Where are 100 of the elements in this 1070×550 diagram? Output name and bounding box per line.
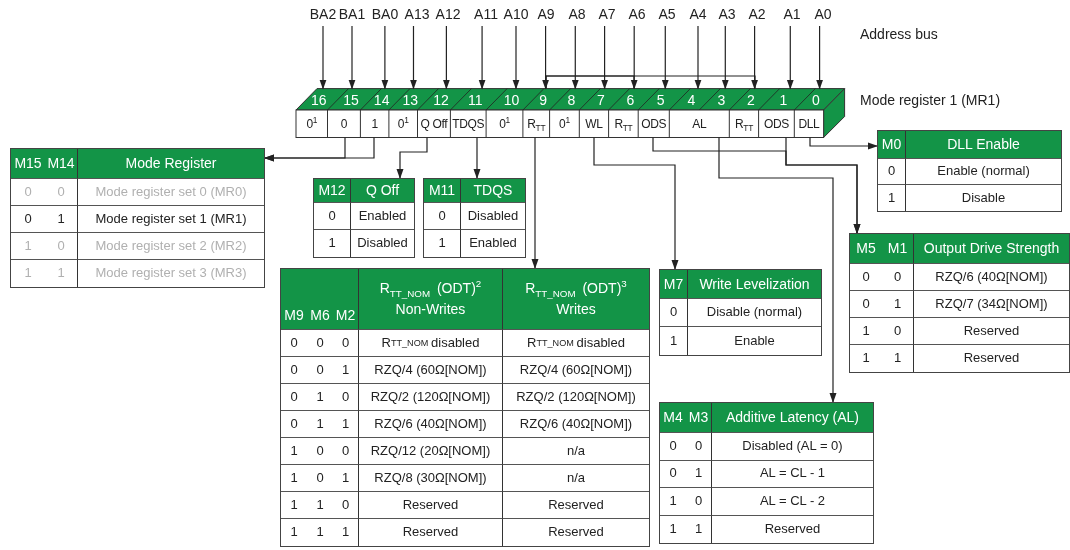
table-cell: 0: [333, 384, 359, 411]
table-cell: RZQ/6 (40Ω[NOM]): [503, 411, 649, 438]
arrow: [410, 25, 417, 90]
dll-enable-table: [877, 130, 1062, 212]
table-cell: 0: [11, 179, 45, 206]
table-cell-text: 1: [315, 523, 325, 542]
table-cell: 0: [878, 159, 906, 185]
table-cell: 0: [281, 357, 307, 384]
table-cell: 0: [307, 357, 333, 384]
table-cell: Enable (normal): [906, 159, 1061, 185]
address-bit-label: BA1: [338, 5, 366, 24]
bit-field-name: TDQS: [451, 115, 486, 133]
table-cell: 1: [333, 411, 359, 438]
table-cell: RZQ/8 (30Ω[NOM]): [359, 465, 503, 492]
arrow: [478, 25, 486, 90]
address-bit-label: A4: [689, 5, 707, 24]
additive-latency-table: [659, 402, 874, 544]
table-cell: 1: [307, 492, 333, 519]
bit-field-name: R$_{TT}$: [526, 115, 547, 135]
bit-field-name: 0$^{1}$: [498, 113, 511, 133]
address-bit-label: A13: [404, 5, 430, 24]
bit-field-name: 0$^{1}$: [305, 113, 319, 133]
table-cell: 1: [333, 519, 359, 546]
write-levelization-table: [659, 269, 822, 356]
table-cell: 1: [882, 345, 914, 372]
address-bit-label: A1: [783, 5, 801, 24]
table-header-cell: M1: [882, 234, 914, 264]
table-header-cell: Mode Register: [78, 149, 264, 179]
table-cell: RZQ/6 (40Ω[NOM]): [914, 264, 1069, 291]
table-cell: AL = CL - 1: [712, 460, 873, 488]
table-cell: 1: [281, 438, 307, 465]
address-bit-label: A5: [658, 5, 676, 24]
arrow: [721, 25, 729, 90]
table-cell: Reserved: [914, 318, 1069, 345]
table-cell: 0: [333, 330, 359, 357]
table-cell: Reserved: [359, 519, 503, 546]
tdqs-table: [423, 178, 526, 258]
address-bit-label: BA0: [371, 5, 399, 24]
table-cell: 0: [307, 465, 333, 492]
bit-number: 6: [626, 90, 635, 110]
connector-line: [545, 75, 756, 90]
address-bit-label: A12: [435, 5, 461, 24]
arrow: [593, 136, 679, 270]
arrow: [473, 136, 481, 179]
arrow: [786, 25, 794, 90]
table-cell-text: Reserved: [962, 349, 1021, 368]
table-cell: RZQ/12 (20Ω[NOM]): [359, 438, 503, 465]
table-cell-text: 1: [861, 349, 871, 368]
address-bit-label: A11: [474, 5, 498, 24]
table-cell: n/a: [503, 438, 649, 465]
table-cell-text: Disable: [960, 188, 1007, 207]
table-header-cell: M15: [11, 149, 45, 179]
table-cell: 0: [686, 488, 712, 516]
table-cell: 0: [45, 233, 78, 260]
output-drive-strength-table: [849, 233, 1070, 373]
table-cell-text: Reserved: [763, 519, 822, 538]
table-cell: RZQ/6 (40Ω[NOM]): [359, 411, 503, 438]
table-cell: Mode register set 1 (MR1): [78, 206, 264, 233]
bit-field-name: R$_{TT}$: [613, 115, 634, 135]
table-cell: 0: [11, 206, 45, 233]
table-cell: 0: [281, 330, 307, 357]
table-header-cell: M7: [660, 270, 688, 299]
table-cell: n/a: [503, 465, 649, 492]
table-cell: Mode register set 2 (MR2): [78, 233, 264, 260]
address-bit-label: A2: [748, 5, 766, 24]
table-cell: 1: [281, 465, 307, 492]
table-cell: RZQ/4 (60Ω[NOM]): [503, 357, 649, 384]
table-header-cell: M3: [686, 403, 712, 433]
table-cell: 0: [281, 411, 307, 438]
table-cell: 1: [45, 206, 78, 233]
table-header-cell: Q Off: [351, 179, 414, 203]
table-header-cell: DLL Enable: [906, 131, 1061, 159]
table-cell: 0: [686, 433, 712, 461]
bit-field-name: R$_{TT}$: [733, 115, 754, 135]
arrow: [512, 25, 520, 90]
table-header-cell: Output Drive Strength: [914, 234, 1069, 264]
address-bit-label: A3: [718, 5, 736, 24]
bit-number: 16: [310, 90, 327, 110]
table-cell: 1: [424, 230, 461, 257]
address-bit-label: A10: [503, 5, 529, 24]
table-cell: 0: [307, 438, 333, 465]
address-bit-label: A8: [568, 5, 586, 24]
table-cell-text: 1: [23, 264, 33, 283]
table-cell: 0: [850, 291, 882, 318]
table-cell-text: 1: [668, 519, 678, 538]
table-header-cell: M4: [660, 403, 686, 433]
bit-number: 9: [539, 90, 548, 110]
table-cell: 1: [686, 460, 712, 488]
table-cell: 0: [882, 264, 914, 291]
arrow: [571, 25, 579, 90]
table-cell-text: 1: [289, 523, 299, 542]
bit-number: 10: [503, 90, 520, 110]
bit-number: 14: [373, 90, 390, 110]
table-cell: 1: [307, 384, 333, 411]
mode-register-table: [10, 148, 265, 288]
table-cell: RZQ/2 (120Ω[NOM]): [359, 384, 503, 411]
table-cell: 0: [45, 179, 78, 206]
bit-number: 8: [567, 90, 576, 110]
table-cell: 0: [307, 330, 333, 357]
bit-field-name: AL: [691, 115, 708, 133]
